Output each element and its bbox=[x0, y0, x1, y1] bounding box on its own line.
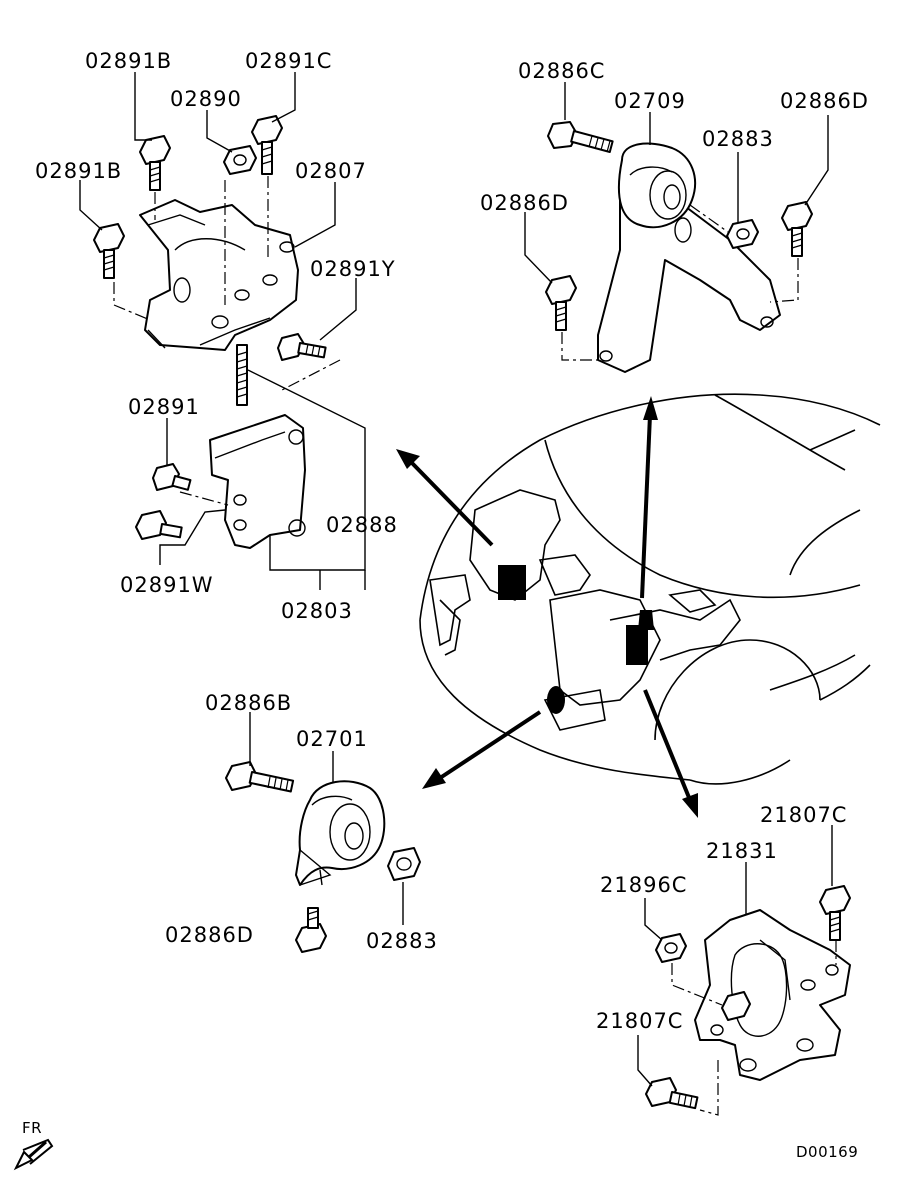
flange-bolt-21807C-bottom bbox=[645, 1077, 699, 1110]
flange-bolt-02891B-left bbox=[93, 223, 125, 279]
flange-nut-02883-bottom bbox=[387, 847, 421, 881]
part-label: 02891W bbox=[120, 573, 214, 597]
part-label: 02807 bbox=[295, 159, 367, 183]
orientation-label: FR bbox=[22, 1119, 42, 1137]
part-label: 02891B bbox=[85, 49, 172, 73]
flange-bolt-02891C bbox=[251, 115, 283, 175]
bolt-02891Y bbox=[277, 333, 327, 361]
part-label: 21807C bbox=[596, 1009, 683, 1033]
stud-bolt bbox=[236, 344, 248, 406]
part-label: 02886D bbox=[165, 923, 254, 947]
part-label: 02888 bbox=[326, 513, 398, 537]
part-label: 21807C bbox=[760, 803, 847, 827]
engine-mount-bracket-02709 bbox=[597, 142, 781, 373]
bolt-02891W bbox=[135, 510, 183, 540]
bolt-02886D-right bbox=[781, 201, 813, 257]
part-label: 02701 bbox=[296, 727, 368, 751]
part-label: 02883 bbox=[702, 127, 774, 151]
flange-bolt-21807C-top bbox=[819, 885, 851, 941]
part-label: 02891B bbox=[35, 159, 122, 183]
bolt-02886D-left bbox=[545, 275, 577, 331]
bolt-02886D-bottom bbox=[295, 907, 327, 953]
engine-mount-lower-bracket bbox=[209, 414, 306, 549]
part-label: 02709 bbox=[614, 89, 686, 113]
front-direction-arrow-icon bbox=[13, 1138, 54, 1171]
part-label: 02886C bbox=[518, 59, 605, 83]
vehicle-engine-bay bbox=[419, 393, 881, 785]
flange-nut-02883-top bbox=[726, 219, 759, 249]
engine-mount-upper-bracket bbox=[139, 199, 299, 351]
flange-bolt-02891B-top bbox=[139, 135, 171, 191]
part-label: 02886B bbox=[205, 691, 292, 715]
part-label: 02891Y bbox=[310, 257, 396, 281]
bolt-02886B bbox=[225, 761, 295, 793]
bolt-02886C bbox=[547, 121, 614, 153]
bolt-02891 bbox=[152, 463, 192, 491]
engine-mount-21831 bbox=[694, 909, 851, 1081]
part-label: 21831 bbox=[706, 839, 778, 863]
flange-nut-02890 bbox=[223, 145, 257, 175]
part-label: 02886D bbox=[780, 89, 869, 113]
part-label: 02891C bbox=[245, 49, 332, 73]
transmission-mount-02701 bbox=[295, 780, 386, 886]
drawing-number: D00169 bbox=[796, 1143, 858, 1161]
part-label: 02890 bbox=[170, 87, 242, 111]
callout-arrows bbox=[396, 396, 698, 818]
part-label: 02803 bbox=[281, 599, 353, 623]
flange-nut-21896C bbox=[655, 933, 687, 963]
part-label: 21896C bbox=[600, 873, 687, 897]
nut-on-stud bbox=[721, 991, 751, 1021]
part-label: 02891 bbox=[128, 395, 200, 419]
part-label: 02886D bbox=[480, 191, 569, 215]
part-label: 02883 bbox=[366, 929, 438, 953]
